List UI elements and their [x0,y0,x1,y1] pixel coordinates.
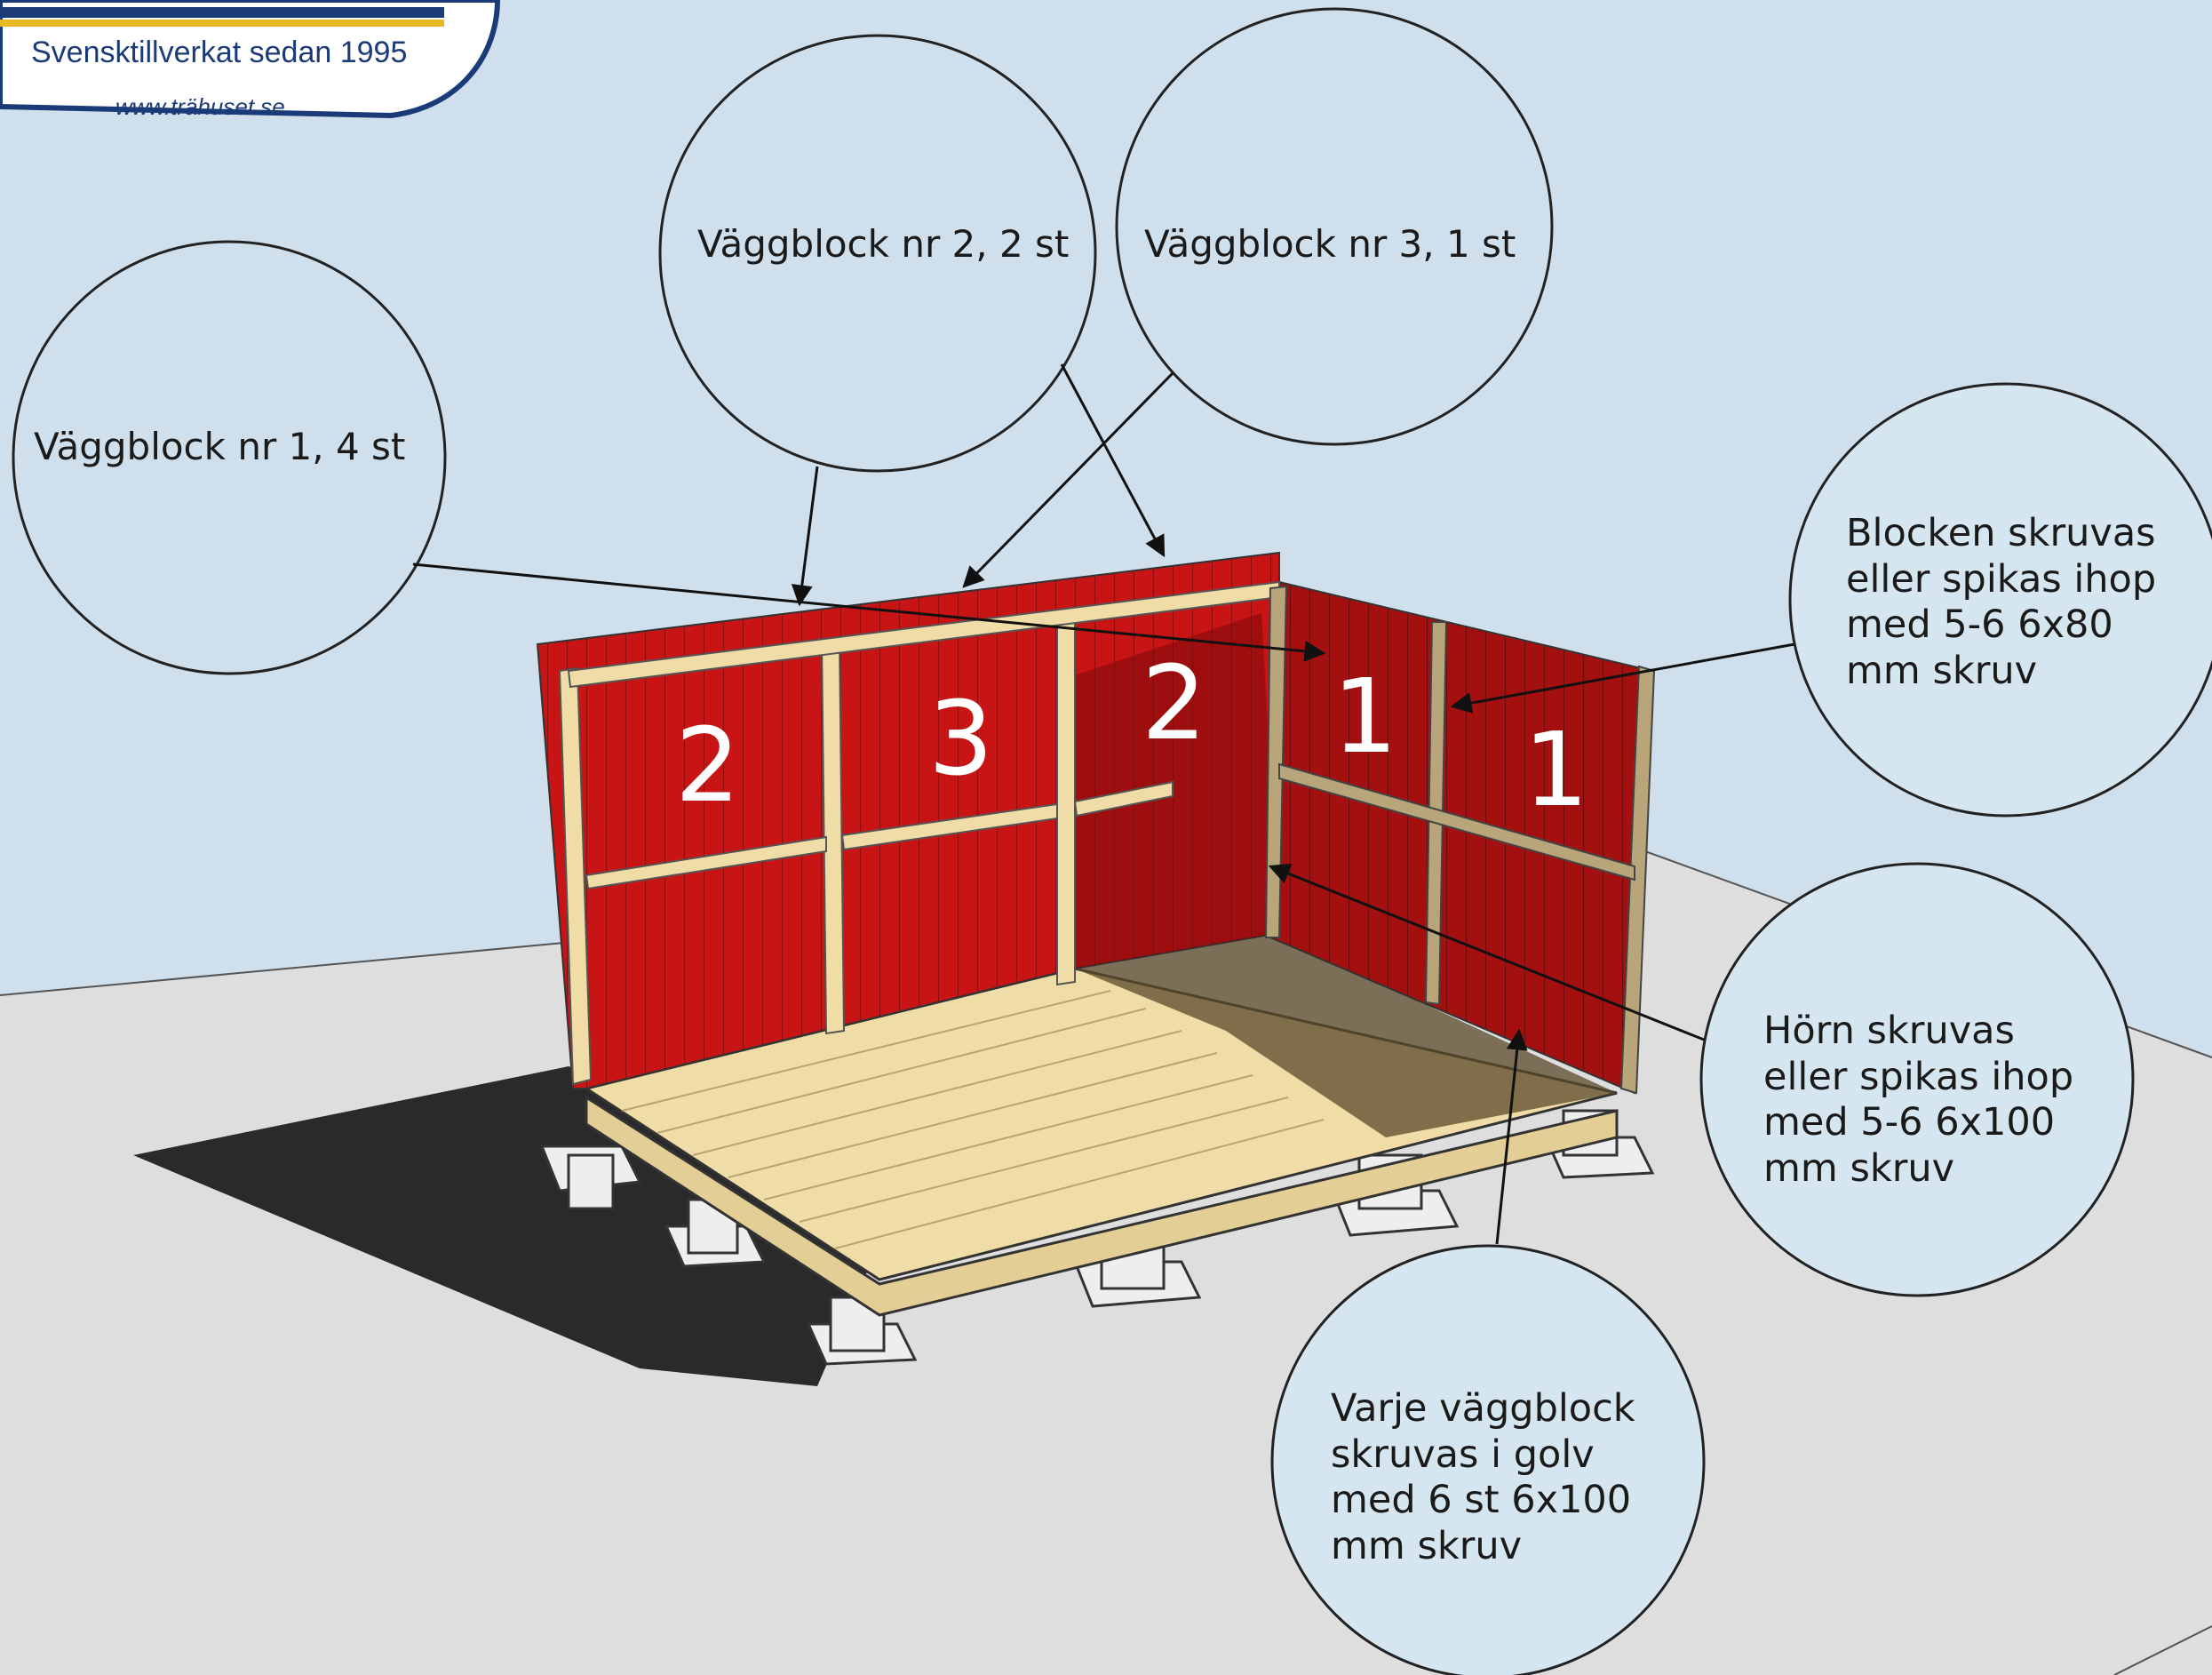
arrow-block2-a [800,467,817,604]
callout-horn-line-2: eller spikas ihop [1763,1055,2073,1101]
logo-tagline: Svensktillverkat sedan 1995 [31,36,407,70]
logo-url: www.trähuset.se [115,93,285,121]
callout-block1-text: Väggblock nr 1, 4 st [34,425,405,469]
arrow-block2-b [1062,364,1164,555]
arrow-horn [1270,866,1704,1040]
arrow-block1 [413,564,1324,653]
callout-horn-line-4: mm skruv [1763,1146,2073,1192]
callout-blocken-line-1: Blocken skruvas [1846,511,2156,557]
callout-horn-text: Hörn skruvas eller spikas ihop med 5-6 6… [1763,1009,2073,1192]
callout-block2-text: Väggblock nr 2, 2 st [697,222,1069,267]
callout-blocken-line-2: eller spikas ihop [1846,557,2156,603]
callout-horn-line-3: med 5-6 6x100 [1763,1100,2073,1146]
arrow-varje [1497,1031,1519,1244]
callout-varje-line-1: Varje väggblock [1331,1386,1635,1432]
logo-stripe-blue [0,7,444,18]
arrow-blocken [1452,644,1794,706]
callout-varje-text: Varje väggblock skruvas i golv med 6 st … [1331,1386,1635,1569]
callout-block3-text: Väggblock nr 3, 1 st [1144,222,1516,267]
callout-blocken-line-4: mm skruv [1846,649,2156,695]
logo-stripe-gold [0,20,444,27]
callout-varje-line-2: skruvas i golv [1331,1432,1635,1479]
arrow-block3 [964,373,1173,586]
callout-horn-line-1: Hörn skruvas [1763,1009,2073,1055]
callout-varje-line-4: mm skruv [1331,1524,1635,1570]
callout-blocken-line-3: med 5-6 6x80 [1846,602,2156,649]
callout-varje-line-3: med 6 st 6x100 [1331,1478,1635,1524]
callout-blocken-text: Blocken skruvas eller spikas ihop med 5-… [1846,511,2156,694]
